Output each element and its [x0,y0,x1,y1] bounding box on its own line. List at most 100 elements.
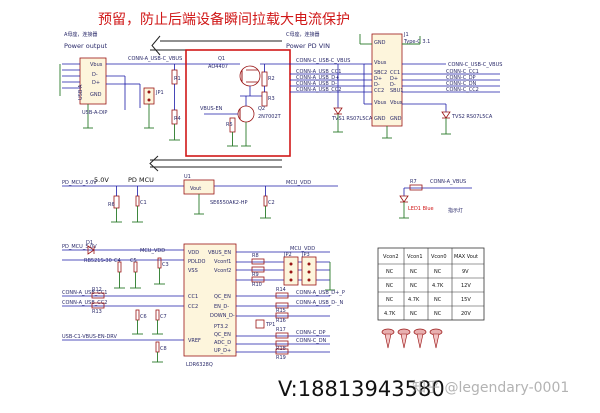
table-cell: 4.7K [432,283,444,289]
svg-text:C3: C3 [162,262,169,268]
watermark-text: 知乎 @legendary-0001 [412,379,569,396]
svg-text:PD_MCU_5.0V: PD_MCU_5.0V [62,180,97,186]
svg-text:PT3.2: PT3.2 [214,324,228,330]
footer-contact: V:18813943580 [278,377,445,401]
svg-text:CONN-C_USB-C_VBUS: CONN-C_USB-C_VBUS [296,58,350,64]
arrow-power-flow-middle [149,155,282,172]
right-port-head: C母座，连接器 [286,31,320,38]
svg-text:CONN-A_USB_D+: CONN-A_USB_D+ [296,75,339,81]
svg-text:R1: R1 [174,76,181,82]
svg-text:CONN-A_USB_CC2: CONN-A_USB_CC2 [62,300,107,306]
svg-text:C6: C6 [140,314,147,320]
svg-text:GND: GND [390,116,402,122]
svg-text:Vbus: Vbus [390,100,403,106]
svg-text:VREF: VREF [188,338,201,344]
svg-text:GND: GND [374,40,386,46]
left-port-head: A母座，连接器 [64,31,97,38]
svg-text:D1: D1 [86,240,93,246]
svg-text:Vbus: Vbus [374,100,387,106]
svg-text:CONN-A_USB-C_VBUS: CONN-A_USB-C_VBUS [128,56,182,62]
svg-text:CONN-C_DN: CONN-C_DN [446,81,477,87]
svg-text:CONN-A_USB_CC2: CONN-A_USB_CC2 [296,87,341,93]
table-cell: NC [434,297,442,303]
table-cell: 20V [461,311,471,317]
right-net-labels: CONN-C_USB-C_VBUS CONN-A_USB_CC1 CONN-A_… [290,58,364,93]
table-header-cell: Vcon0 [431,254,447,260]
svg-text:Q1: Q1 [218,56,225,62]
svg-text:VBUS_EN: VBUS_EN [208,250,231,256]
usb-a-connector: USB-A Vbus D- D+ GND USB-A-DIP [59,57,107,129]
svg-text:JP1: JP1 [155,90,164,96]
table-cell: NC [410,269,418,275]
svg-text:PDLDO: PDLDO [188,259,206,265]
svg-text:PD_MCU_5.0V: PD_MCU_5.0V [62,244,97,250]
table-cell: 12V [461,283,471,289]
svg-text:R13: R13 [92,309,102,315]
svg-text:R6: R6 [108,202,115,208]
j1-typec-connector: J1 Type-C 3.1 GND Vbus SBC2 D+ D- CC2 Vb… [350,32,430,139]
svg-text:CONN-C_DN: CONN-C_DN [296,338,327,344]
svg-text:ADC_D: ADC_D [214,340,231,346]
svg-text:SE6550AK2-HP: SE6550AK2-HP [210,200,248,206]
rail-label: 5.0V [94,176,109,184]
svg-text:R7: R7 [410,179,417,185]
left-port-title: Power output [64,42,108,50]
svg-text:LDR6328Q: LDR6328Q [186,362,213,368]
svg-text:D-: D- [92,72,98,78]
arrow-power-flow-top [150,35,282,56]
jp1-header: JP1 [143,87,164,129]
svg-text:CONN-A_VBUS: CONN-A_VBUS [430,179,466,185]
screw-icon [429,328,443,349]
svg-text:USB-C1-VBUS-EN-DRV: USB-C1-VBUS-EN-DRV [62,334,117,340]
table-cell: NC [386,283,394,289]
svg-text:CC2: CC2 [188,304,198,310]
svg-text:R5: R5 [226,122,233,128]
svg-text:SBU1: SBU1 [390,88,403,94]
svg-text:SBC2: SBC2 [374,70,387,76]
svg-text:R14: R14 [276,287,286,293]
svg-text:D+: D+ [92,80,100,86]
svg-text:MCU_VDD: MCU_VDD [290,246,315,252]
cc-line-network: CONN-A_USB_CC1 CONN-A_USB_CC2 R12 R13 C6… [62,287,184,363]
svg-text:CONN-C_DP: CONN-C_DP [296,330,326,336]
table-cell: NC [386,297,394,303]
svg-text:R9: R9 [252,272,259,278]
led-indicator: R7 CONN-A_VBUS LED1 Blue 指示灯 [399,179,472,219]
svg-text:TP1: TP1 [265,322,275,328]
svg-text:R2: R2 [268,76,275,82]
table-cell: NC [386,269,394,275]
svg-text:MCU_VDD: MCU_VDD [140,248,165,254]
svg-text:R8: R8 [252,253,259,259]
svg-text:AO4407: AO4407 [208,64,228,70]
table-cell: 4.7K [408,297,420,303]
protection-highlight-box [185,49,291,157]
svg-text:CONN-A_USB_CC1: CONN-A_USB_CC1 [296,69,341,75]
svg-text:CONN-A_USB_D+_P: CONN-A_USB_D+_P [296,290,345,296]
screw-icon [413,328,427,349]
table-cell: NC [434,311,442,317]
svg-text:RB521S-30: RB521S-30 [84,258,112,264]
svg-text:J1: J1 [403,32,409,38]
table-header-cell: Vcon1 [407,254,423,260]
svg-text:CONN-C_DP: CONN-C_DP [446,75,476,81]
svg-text:指示灯: 指示灯 [448,207,463,214]
svg-text:GND: GND [374,116,386,122]
svg-text:CONN-C_USB-C_VBUS: CONN-C_USB-C_VBUS [448,62,502,68]
svg-text:D-: D- [390,82,396,88]
right-port-title: Power PD VIN [286,42,330,50]
svg-text:CC1: CC1 [188,294,198,300]
svg-text:MCU_VDD: MCU_VDD [286,180,311,186]
svg-text:TVS2 RS07L5CA: TVS2 RS07L5CA [451,114,493,120]
vbus-net-top: CONN-A_USB-C_VBUS [106,56,200,110]
svg-text:CONN-A_USB_D-_N: CONN-A_USB_D-_N [296,300,343,306]
table-header-cell: MAX Vout [454,254,478,260]
q2-mosfet: Q2 2N7002T VBUS-EN [200,96,282,147]
svg-text:Vout: Vout [190,186,201,192]
tvs2-diode: TVS2 RS07L5CA [441,104,493,135]
screw-icon [397,328,411,349]
svg-text:TVS1 RS07L5CA: TVS1 RS07L5CA [331,116,373,122]
table-cell: 9V [462,269,469,275]
pd-controller-chip: LDR6328Q VDD PDLDO VSS CC1 CC2 VREF VBUS… [183,243,237,368]
svg-text:2N7002T: 2N7002T [258,114,282,120]
